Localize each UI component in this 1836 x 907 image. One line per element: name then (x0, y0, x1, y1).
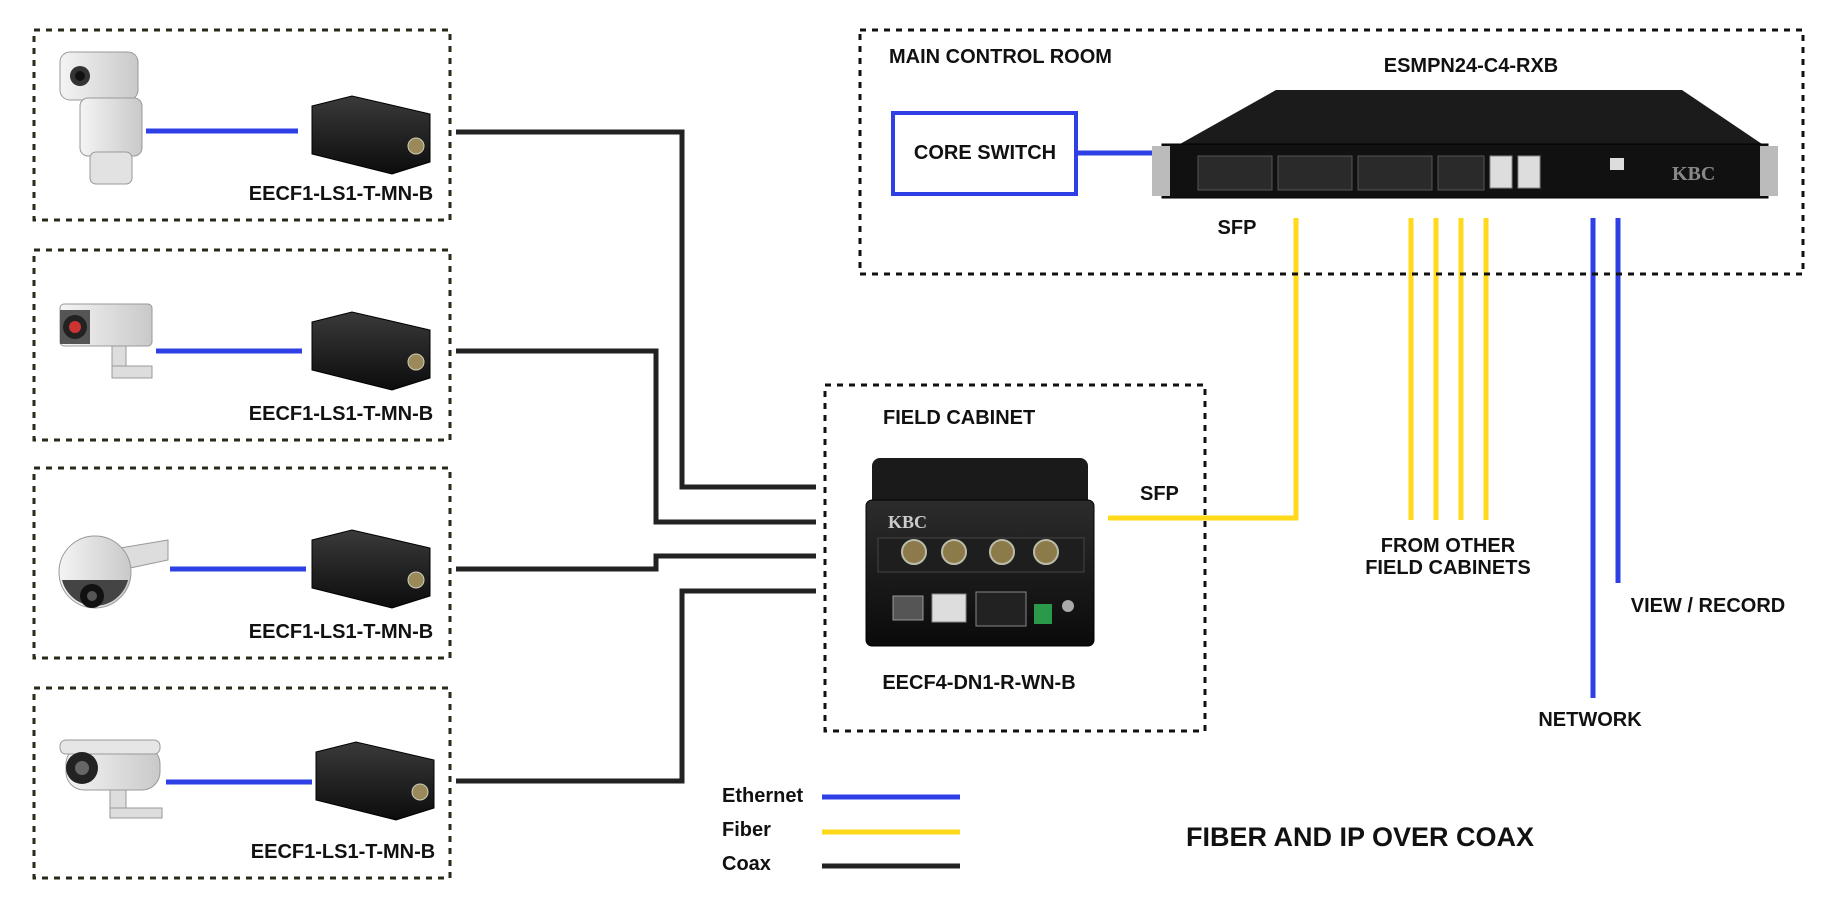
legend-ethernet-label: Ethernet (722, 785, 803, 807)
field-cabinet-title: FIELD CABINET (883, 407, 1035, 429)
dome-camera-icon (58, 535, 169, 609)
core-switch-box (891, 111, 1078, 196)
legend-fiber-label: Fiber (722, 819, 771, 841)
switch-model-label: ESMPN24-C4-RXB (1384, 55, 1558, 77)
coax-line-4 (456, 588, 816, 784)
diagram-title: FIBER AND IP OVER COAX (1186, 822, 1534, 852)
pan-tilt-camera-icon (59, 51, 143, 185)
encoder-device-1 (311, 95, 431, 175)
rack-switch-brand: KBC (1672, 163, 1715, 185)
legend: Ethernet Fiber Coax (722, 785, 960, 875)
edge-device-box-4 (32, 686, 452, 880)
encoder-label-2: EECF1-LS1-T-MN-B (249, 403, 433, 425)
view-record-label: VIEW / RECORD (1631, 595, 1785, 617)
control-room-box (858, 28, 1805, 276)
other-cabinets-label-line-1: FROM OTHER (1381, 535, 1516, 557)
encoder-label-1: EECF1-LS1-T-MN-B (249, 183, 433, 205)
encoder-device-3 (311, 529, 431, 609)
field-cabinet-device-label: EECF4-DN1-R-WN-B (882, 672, 1075, 694)
rack-switch-device: KBC (1152, 90, 1778, 199)
encoder-label-3: EECF1-LS1-T-MN-B (249, 621, 433, 643)
core-switch-label: CORE SWITCH (914, 142, 1056, 164)
coax-line-3 (456, 553, 816, 572)
fiber-line-field-to-switch (1108, 218, 1299, 521)
control-room-title: MAIN CONTROL ROOM (889, 46, 1112, 68)
encoder-label-4: EECF1-LS1-T-MN-B (251, 841, 435, 863)
field-cabinet-device: KBC (865, 458, 1095, 647)
bullet-camera-icon (59, 739, 163, 819)
other-cabinets-label-line-2: FIELD CABINETS (1365, 557, 1531, 579)
field-cabinet-box (823, 383, 1207, 733)
edge-device-box-2 (32, 248, 452, 442)
coax-line-2 (456, 348, 816, 525)
switch-sfp-label: SFP (1218, 217, 1257, 239)
encoder-device-4 (315, 741, 435, 821)
box-camera-icon (59, 303, 153, 379)
field-cabinet-brand: KBC (888, 512, 927, 532)
field-cabinet-sfp-label: SFP (1140, 483, 1179, 505)
coax-line-1 (456, 129, 816, 490)
edge-device-box-3 (32, 466, 452, 660)
edge-device-box-1 (32, 28, 452, 222)
network-label: NETWORK (1538, 709, 1642, 731)
encoder-device-2 (311, 311, 431, 391)
legend-coax-label: Coax (722, 853, 771, 875)
